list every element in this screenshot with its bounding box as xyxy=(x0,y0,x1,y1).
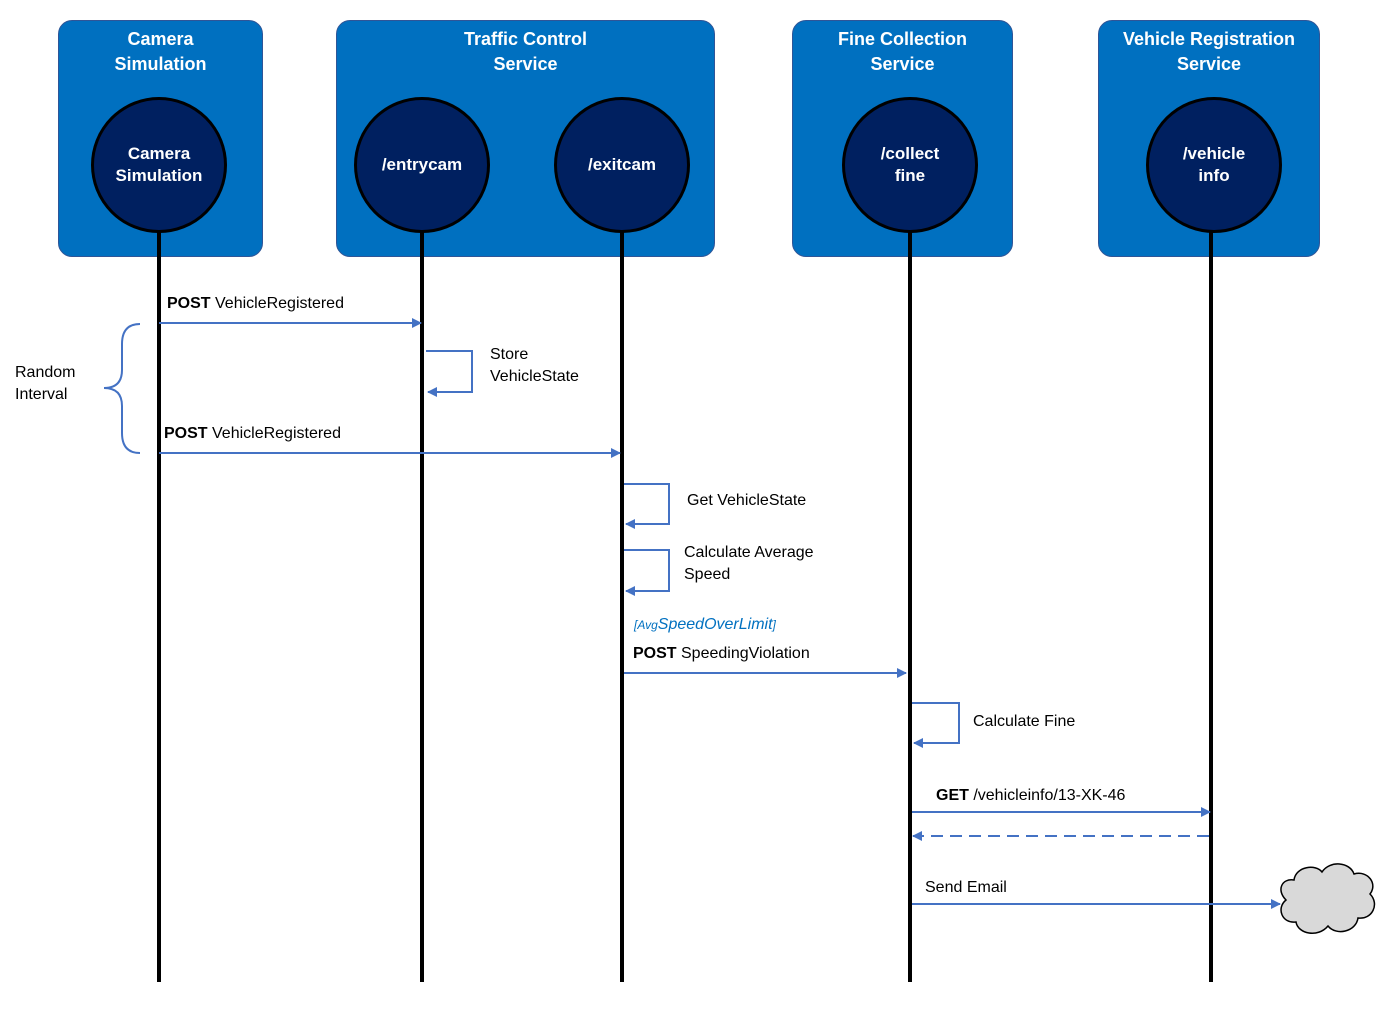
endpoint-collectfine: /collect fine xyxy=(842,97,978,233)
endpoint-exitcam: /exitcam xyxy=(554,97,690,233)
lifeline-collectfine xyxy=(908,230,912,982)
label-calculate-average-speed: Calculate Average Speed xyxy=(684,544,814,583)
label-get-vehiclestate: Get VehicleState xyxy=(687,492,807,509)
random-interval-brace xyxy=(103,323,141,454)
label-get-vehicleinfo: GET /vehicleinfo/13-XK-46 xyxy=(936,787,1126,804)
label-guard-speed-over-limit: [AvgSpeedOverLimit] xyxy=(634,616,776,633)
endpoint-vehicleinfo: /vehicle info xyxy=(1146,97,1282,233)
label-calculate-fine: Calculate Fine xyxy=(973,713,1076,730)
arrow-calculate-average-speed xyxy=(624,549,670,596)
lifeline-vehicleinfo xyxy=(1209,230,1213,982)
label-store-vehiclestate: Store VehicleState xyxy=(490,346,579,385)
lifeline-exitcam xyxy=(620,230,624,982)
lifeline-camera-simulation xyxy=(157,230,161,982)
arrow-store-vehiclestate xyxy=(426,350,473,397)
label-post-vehicle-registered-2: POST VehicleRegistered xyxy=(164,425,341,442)
cloud-icon xyxy=(1280,863,1376,934)
service-title-camera-simulation: Camera Simulation xyxy=(114,29,207,74)
service-title-fine-collection: Fine Collection Service xyxy=(837,29,967,74)
endpoint-camera-simulation: Camera Simulation xyxy=(91,97,227,233)
arrow-calculate-fine xyxy=(912,702,960,748)
service-title-traffic-control: Traffic Control Service xyxy=(463,29,587,74)
lifeline-entrycam xyxy=(420,230,424,982)
label-post-vehicle-registered-1: POST VehicleRegistered xyxy=(167,295,344,312)
label-random-interval: Random Interval xyxy=(15,364,76,403)
service-title-vehicle-registration: Vehicle Registration Service xyxy=(1122,29,1296,74)
endpoint-entrycam: /entrycam xyxy=(354,97,490,233)
label-post-speeding-violation: POST SpeedingViolation xyxy=(633,645,810,662)
arrow-get-vehiclestate xyxy=(624,483,670,529)
label-send-email: Send Email xyxy=(925,879,1007,896)
